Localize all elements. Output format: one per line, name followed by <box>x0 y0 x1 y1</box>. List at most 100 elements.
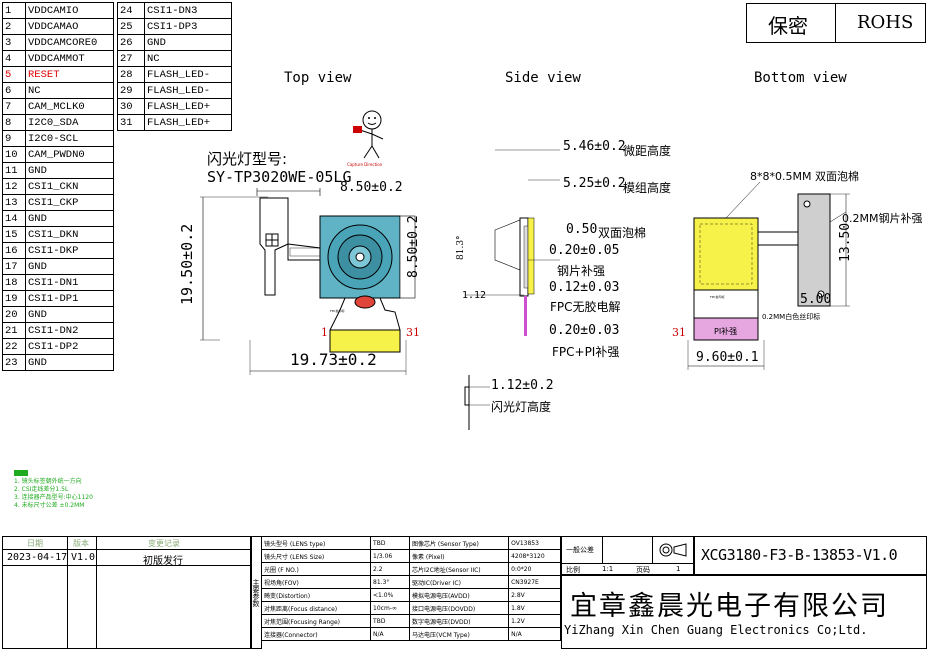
svg-text:FPC丝印标: FPC丝印标 <box>330 308 345 313</box>
pin-signal: CSI1-DP1 <box>25 290 114 307</box>
pin-number: 27 <box>117 50 145 67</box>
pin-signal: CAM_MCLK0 <box>25 98 114 115</box>
pin-signal: FLASH_LED+ <box>144 114 232 131</box>
pin-number: 12 <box>2 178 26 195</box>
spec-cell: 1.2V <box>508 614 561 628</box>
pin-signal: I2C0_SDA <box>25 114 114 131</box>
spec-cell: 模拟电源电压(AVDD) <box>408 588 510 602</box>
flash-label: 闪光灯型号: <box>207 150 288 168</box>
bottom-view-drawing: FPC丝印标 <box>687 181 850 370</box>
pin-signal: NC <box>25 82 114 99</box>
bottom-logo: 0.2MM白色丝印标 <box>762 313 821 321</box>
spec-row: 视场角(FOV)81.3°驱动IC(Driver IC)CN3927E <box>260 575 561 589</box>
spec-cell: 图像芯片 (Sensor Type) <box>408 536 510 550</box>
bottom-view-title: Bottom view <box>754 70 847 86</box>
spec-cell: 数字电源电压(DVDD) <box>408 614 510 628</box>
pin-number: 4 <box>2 50 26 67</box>
pin-number: 20 <box>2 306 26 323</box>
pin-signal: FLASH_LED+ <box>144 98 232 115</box>
side-d4-label: 钢片补强 <box>557 264 606 278</box>
spec-cell: 视场角(FOV) <box>260 575 372 589</box>
side-d6-label: FPC+PI补强 <box>552 345 620 359</box>
spec-cell: 驱动IC(Driver IC) <box>408 575 510 589</box>
top-dim-total-h: 19.50±0.2 <box>178 223 196 305</box>
pin-number: 16 <box>2 242 26 259</box>
company-box <box>561 574 927 649</box>
pin-number: 11 <box>2 162 26 179</box>
spec-cell: 镜头型号 (LENS type) <box>260 536 372 550</box>
pin-number: 17 <box>2 258 26 275</box>
pin-signal: FLASH_LED- <box>144 66 232 83</box>
pin-signal: CSI1-DP2 <box>25 338 114 355</box>
page-value: 1 <box>676 565 681 573</box>
spec-cell: CN3927E <box>508 575 561 589</box>
side-d3: 0.50 <box>566 222 598 237</box>
secret-label: 保密 <box>768 14 808 38</box>
pin-signal: GND <box>25 306 114 323</box>
pin-number: 3 <box>2 34 26 51</box>
side-d1-label: 微距高度 <box>623 144 672 158</box>
bottom-h: 13.50 <box>838 222 853 262</box>
svg-text:Capture Direction: Capture Direction <box>347 162 383 167</box>
spec-cell: 2.8V <box>508 588 561 602</box>
part-box <box>693 536 927 576</box>
pin-signal: RESET <box>25 66 114 83</box>
bottom-pi: PI补强 <box>714 327 738 336</box>
rev-h-date: 日期 <box>27 539 43 548</box>
scale-label: 比例 <box>566 566 580 574</box>
pin-signal: CSI1_CKP <box>25 194 114 211</box>
top-dim-h: 8.50±0.2 <box>406 215 421 278</box>
pin-number: 9 <box>2 130 26 147</box>
spec-cell: 10cm-∞ <box>370 601 410 615</box>
pin-signal: CSI1_DKN <box>25 226 114 243</box>
pin-signal: NC <box>144 50 232 67</box>
side-d2-label: 模组高度 <box>623 181 672 195</box>
pin-number: 22 <box>2 338 26 355</box>
side-d2: 5.25±0.2 <box>563 176 626 191</box>
side-d5: 0.12±0.03 <box>549 280 620 295</box>
rev-h-ver: 版本 <box>73 539 89 548</box>
pin-number: 10 <box>2 146 26 163</box>
pin-number: 24 <box>117 2 145 19</box>
spec-row: 畸变(Distortion)<1.0%模拟电源电压(AVDD)2.8V <box>260 588 561 602</box>
side-angle: 81.3° <box>456 235 466 260</box>
spec-cell: 光圈 (F NO.) <box>260 562 372 576</box>
revision-table: 日期 版本 变更记录 2023-04-17 V1.0 初版发行 <box>2 536 252 649</box>
pin-number: 25 <box>117 18 145 35</box>
spec-cell: 4208*3120 <box>508 549 561 563</box>
bottom-w1: 5.00 <box>800 292 832 307</box>
part-number: XCG3180-F3-B-13853-V1.0 <box>701 546 898 564</box>
bottom-pin31: 31 <box>672 326 686 339</box>
spec-cell: TBD <box>370 536 410 550</box>
capture-mascot-icon: Capture Direction <box>347 110 384 167</box>
bottom-foam: 8*8*0.5MM 双面泡棉 <box>750 170 859 183</box>
pin-signal: CSI1-DN1 <box>25 274 114 291</box>
spec-cell: OV13853 <box>508 536 561 550</box>
rohs-label: ROHS <box>857 12 914 33</box>
pin-number: 19 <box>2 290 26 307</box>
pin-number: 23 <box>2 354 26 371</box>
pin-signal: CAM_PWDN0 <box>25 146 114 163</box>
top-pin1: 1 <box>321 326 328 339</box>
pin-signal: GND <box>25 354 114 371</box>
bottom-steel: 0.2MM钢片补强 <box>842 212 923 225</box>
pin-signal: GND <box>25 162 114 179</box>
note-2: 2. CSI走线差分1.5L <box>14 486 69 493</box>
pin-number: 7 <box>2 98 26 115</box>
pin-number: 13 <box>2 194 26 211</box>
pin-number: 26 <box>117 34 145 51</box>
